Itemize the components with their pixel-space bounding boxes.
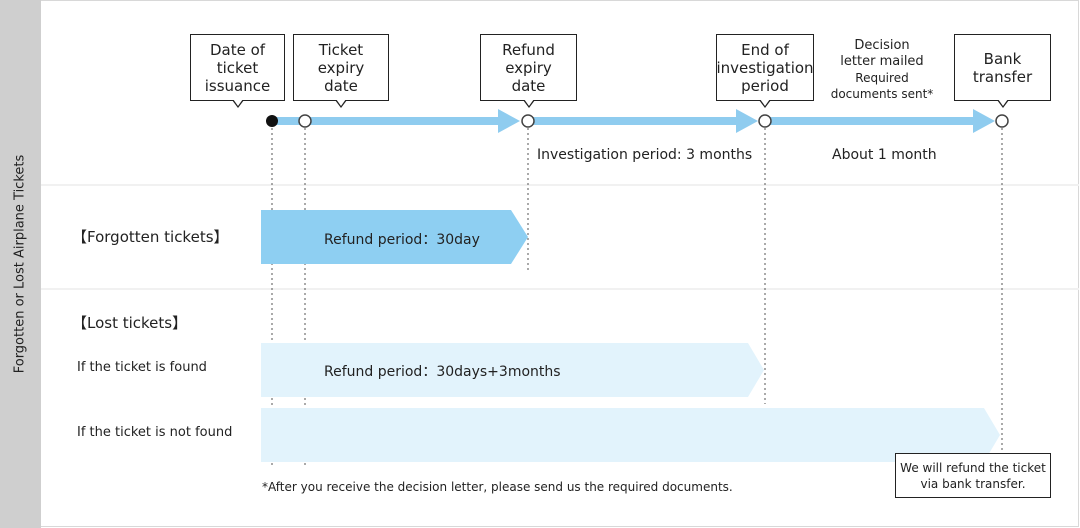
- milestone-expiry-label: Ticket expiry date: [293, 34, 389, 101]
- about-one-month-text: About 1 month: [832, 147, 937, 163]
- decision-subtitle: Required documents sent*: [830, 71, 934, 101]
- lost-found-bar: [261, 343, 764, 397]
- lost-not-found-label: If the ticket is not found: [77, 425, 233, 440]
- lost-not-found-bar: [261, 408, 1000, 462]
- milestone-investigation-end-label: End of investigation period: [716, 34, 814, 101]
- forgotten-tickets-title: 【Forgotten tickets】: [72, 228, 229, 246]
- decision-title: Decision letter mailed: [840, 38, 924, 69]
- timeline-bar: [528, 117, 740, 125]
- timeline-arrowhead: [498, 109, 520, 133]
- bank-transfer-note-text: We will refund the ticket via bank trans…: [900, 460, 1046, 491]
- footnote: *After you receive the decision letter, …: [262, 480, 733, 494]
- investigation-period-text: Investigation period: 3 months: [537, 147, 753, 163]
- forgotten-refund-period-text: Refund period：30day: [324, 232, 480, 248]
- timeline-arrowhead: [973, 109, 995, 133]
- milestone-issuance-label: Date of ticket issuance: [190, 34, 285, 101]
- forgotten-refund-bar: [261, 210, 528, 264]
- sidebar: Forgotten or Lost Airplane Tickets: [0, 0, 41, 528]
- node-bank-transfer: [995, 114, 1009, 128]
- node-refund-expiry: [521, 114, 535, 128]
- timeline-arrowhead: [736, 109, 758, 133]
- timeline-bar: [765, 117, 978, 125]
- section-divider: [41, 288, 1079, 290]
- timeline-bar: [272, 117, 504, 125]
- bank-transfer-note: We will refund the ticket via bank trans…: [895, 453, 1051, 498]
- milestone-refund-expiry-label: Refund expiry date: [480, 34, 577, 101]
- node-expiry: [298, 114, 312, 128]
- milestone-bank-transfer-label: Bank transfer: [954, 34, 1051, 101]
- timeline-arrows: [272, 109, 995, 133]
- section-divider: [41, 184, 1079, 186]
- node-issuance: [266, 115, 278, 127]
- diagram-frame: [41, 0, 1079, 527]
- lost-found-label: If the ticket is found: [77, 360, 207, 375]
- decision-note: Decision letter mailed Required document…: [826, 38, 938, 102]
- lost-found-refund-period-text: Refund period：30days+3months: [324, 364, 561, 380]
- lost-tickets-title: 【Lost tickets】: [72, 314, 188, 332]
- node-investigation-end: [758, 114, 772, 128]
